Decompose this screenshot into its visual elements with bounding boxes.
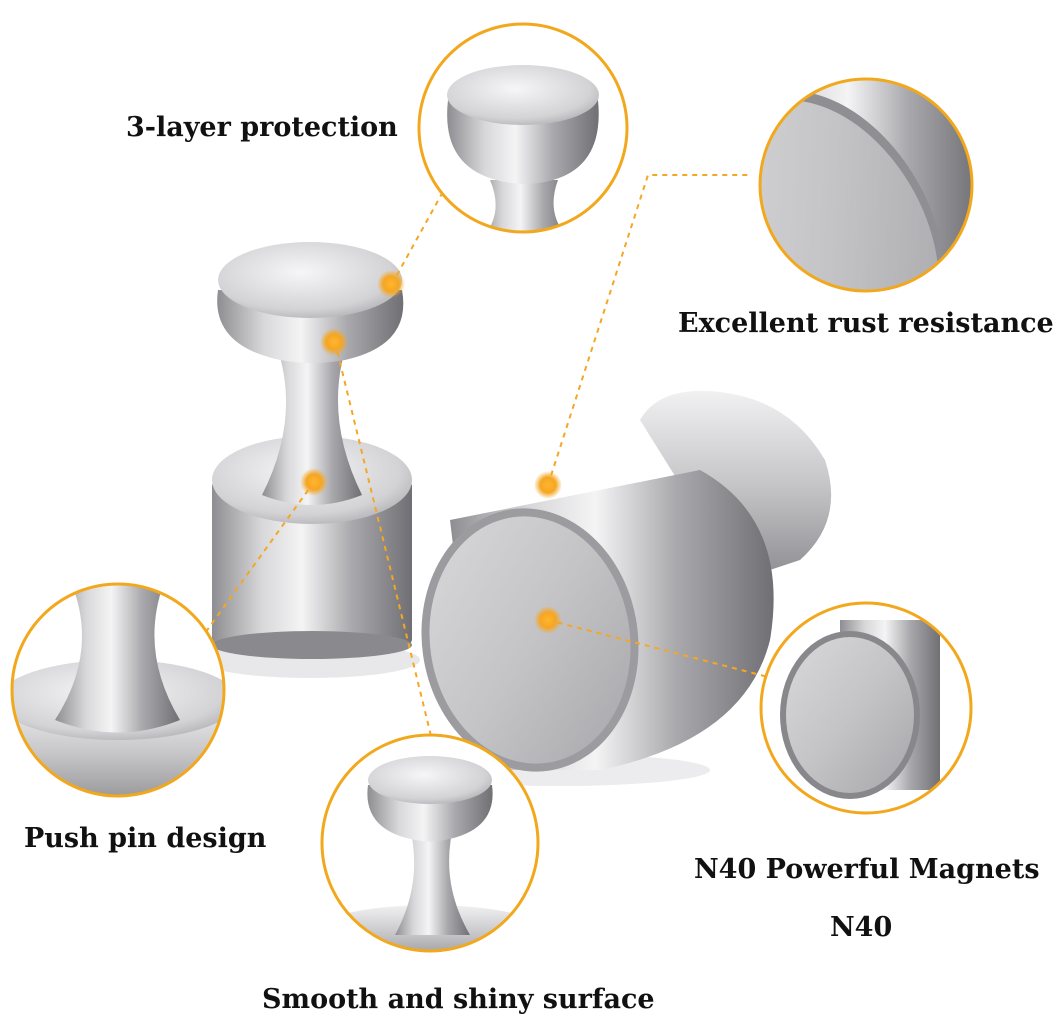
lying-push-pin <box>421 390 832 772</box>
callout-magnet-zoom <box>759 601 973 815</box>
callout-protection-zoom <box>417 22 629 234</box>
illustration <box>10 22 974 953</box>
callout-dots <box>300 270 562 634</box>
label-rust-resistance: Excellent rust resistance <box>678 308 1054 339</box>
product-infographic: 3-layer protection Excellent rust resist… <box>10 22 1054 1015</box>
label-grade: N40 <box>830 912 893 943</box>
callout-rust-zoom <box>758 77 974 293</box>
label-powerful-magnets: N40 Powerful Magnets <box>694 854 1040 885</box>
label-push-pin-design: Push pin design <box>24 823 267 854</box>
label-protection: 3-layer protection <box>126 112 398 143</box>
label-smooth-surface: Smooth and shiny surface <box>262 984 655 1015</box>
callout-pushpin-zoom <box>10 582 226 798</box>
leader-lines <box>199 174 773 741</box>
standing-push-pin <box>212 242 412 659</box>
